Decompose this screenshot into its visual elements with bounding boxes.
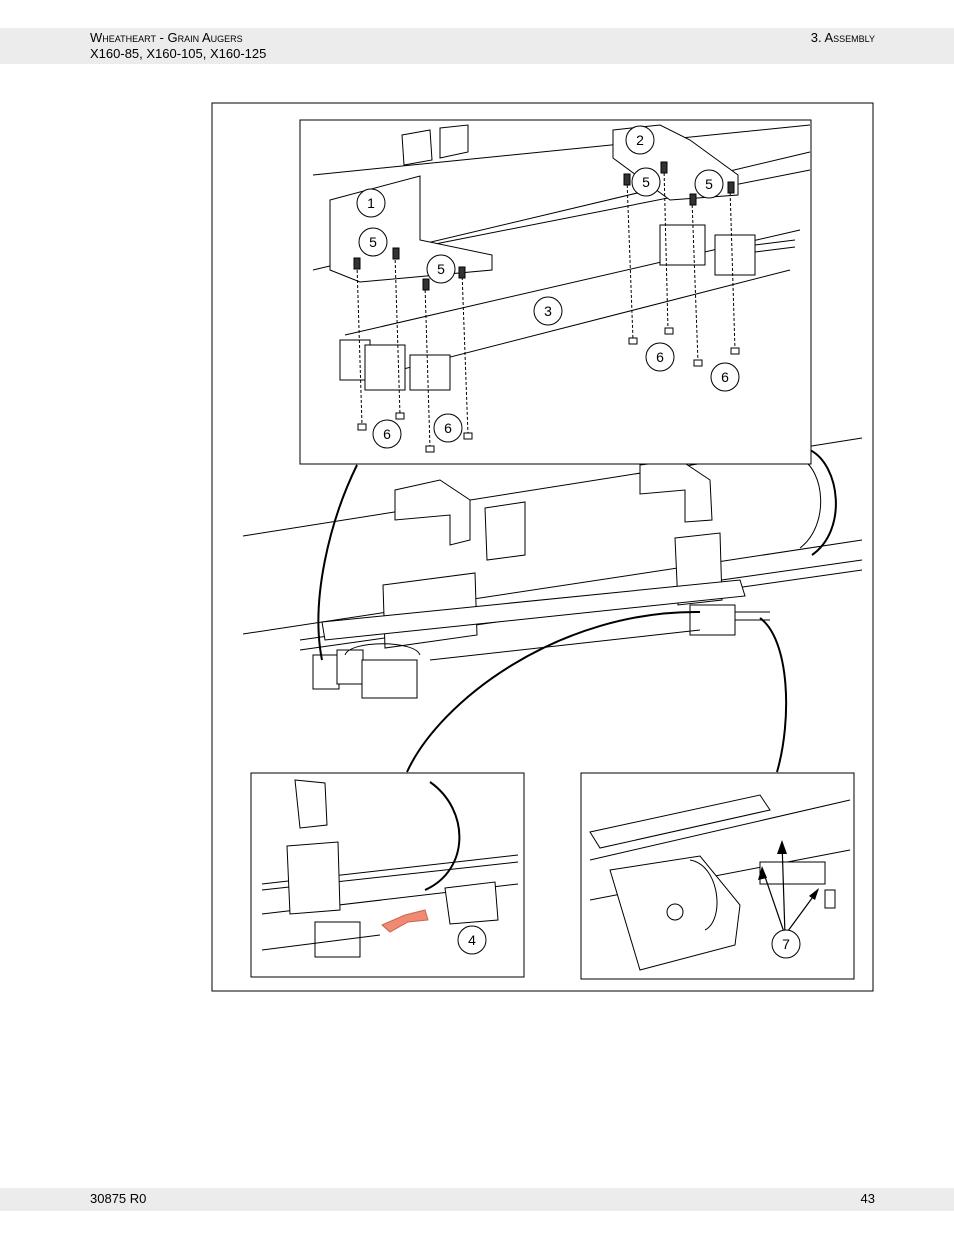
callout-5d-label: 5 [705,176,713,192]
header-left: Wheatheart - Grain Augers X160-85, X160-… [90,30,266,62]
callout-3: 3 [533,296,563,326]
header-section: 3. Assembly [810,30,875,45]
main-auger-drawing [242,437,863,699]
bottom-right-inset [580,772,855,980]
callout-5b: 5 [426,254,456,284]
header-models: X160-85, X160-105, X160-125 [90,46,267,61]
callout-2: 2 [625,125,655,155]
callouts: 1 2 3 4 5 5 5 5 6 6 6 6 7 [356,125,801,959]
callout-4-label: 4 [468,932,476,948]
callout-6d-label: 6 [721,369,729,385]
callout-5c-label: 5 [642,174,650,190]
callout-3-label: 3 [544,303,552,319]
callout-7: 7 [771,929,801,959]
callout-5a: 5 [358,227,388,257]
callout-4: 4 [457,925,487,955]
callout-6a-label: 6 [383,426,391,442]
callout-1: 1 [356,188,386,218]
callout-6c: 6 [645,342,675,372]
callout-6b: 6 [433,413,463,443]
callout-1-label: 1 [367,195,375,211]
footer-page-number: 43 [860,1191,875,1206]
callout-6b-label: 6 [444,420,452,436]
callout-6a: 6 [372,419,402,449]
figure-frame [211,102,874,992]
callout-7-label: 7 [782,936,790,952]
callout-6d: 6 [710,362,740,392]
callout-6c-label: 6 [656,349,664,365]
leader-curves [317,464,788,773]
callout-5b-label: 5 [437,261,445,277]
callout-5c: 5 [631,167,661,197]
callout-2-label: 2 [636,132,644,148]
callout-5d: 5 [694,169,724,199]
page-header: Wheatheart - Grain Augers X160-85, X160-… [0,28,954,64]
direction-arrow [381,909,429,933]
callout-5a-label: 5 [369,234,377,250]
header-title: Wheatheart - Grain Augers [90,30,243,45]
page-footer: 30875 R0 43 [0,1188,954,1211]
footer-doc-number: 30875 R0 [90,1191,147,1206]
top-inset [299,119,812,465]
